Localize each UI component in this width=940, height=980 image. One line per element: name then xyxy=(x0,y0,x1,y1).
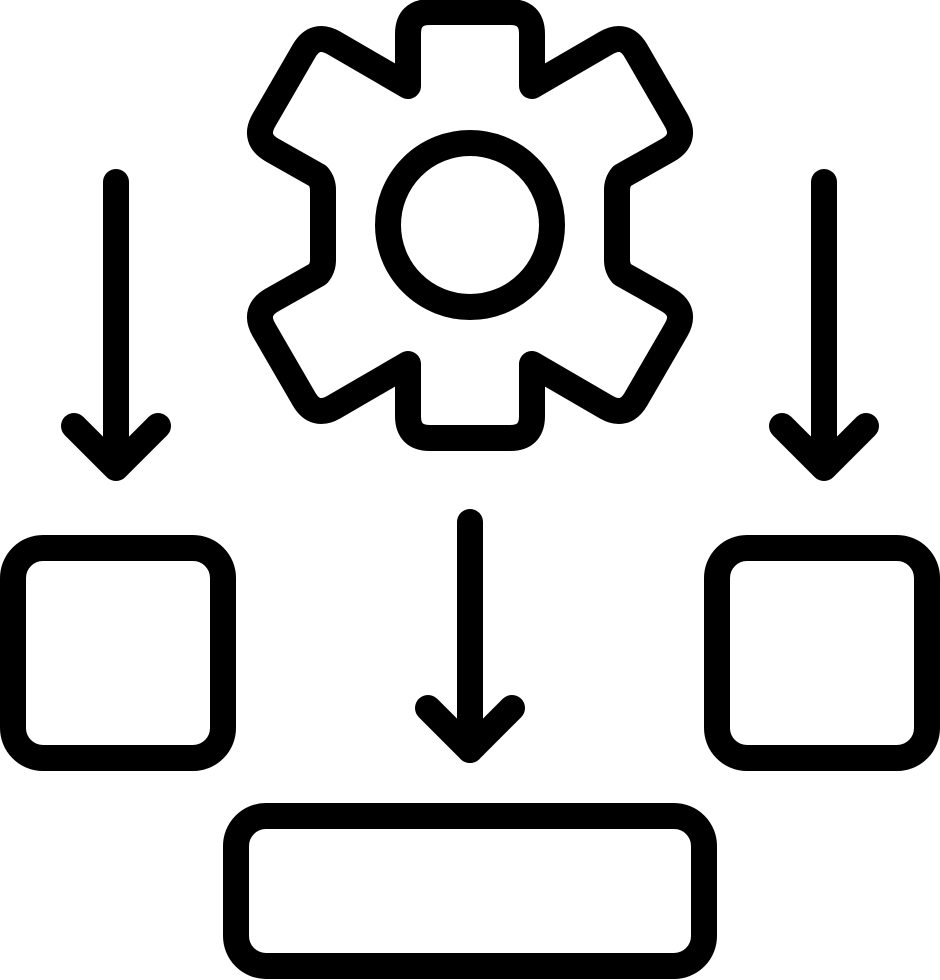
arrow-down-icon xyxy=(415,509,525,763)
gear-outline xyxy=(247,0,693,451)
arrow-down-icon xyxy=(769,169,879,481)
square-block xyxy=(704,535,940,771)
square-block xyxy=(0,535,236,771)
gear-icon xyxy=(247,0,693,451)
wide-bar-block xyxy=(223,803,717,979)
arrow-down-icon xyxy=(61,169,171,481)
gear-center-hole xyxy=(375,130,565,320)
